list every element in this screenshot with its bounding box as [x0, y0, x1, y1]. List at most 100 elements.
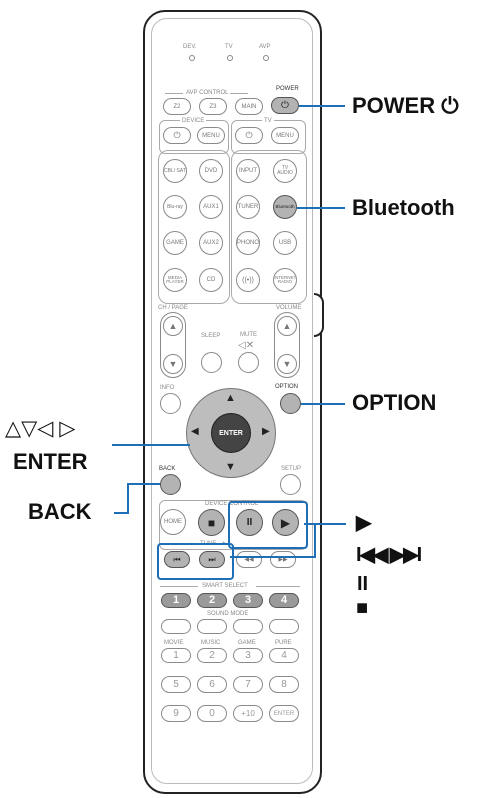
- mode-music-label: MUSIC: [201, 640, 221, 646]
- number-6-button[interactable]: 6: [197, 676, 227, 693]
- back-label: BACK: [159, 466, 176, 472]
- bluetooth-callout-line: [297, 207, 345, 209]
- main-button[interactable]: MAIN: [235, 98, 263, 115]
- dev-label: DEV.: [183, 44, 197, 50]
- option-button[interactable]: [280, 393, 301, 414]
- source-tv-audio-button[interactable]: TV AUDIO: [273, 159, 297, 183]
- enter-button[interactable]: ENTER: [211, 413, 251, 453]
- sound-mode-button-2[interactable]: [197, 619, 227, 634]
- back-callout-line-vertical: [127, 483, 129, 514]
- power-callout: POWER ⏻: [352, 93, 459, 118]
- number-3-button[interactable]: 3: [233, 648, 263, 663]
- number-4-button[interactable]: 4: [269, 648, 299, 663]
- avp-control-label: AVP CONTROL: [186, 90, 229, 96]
- smart-select-2-button[interactable]: 2: [197, 593, 227, 608]
- skip-next-button[interactable]: ⏭: [199, 551, 225, 568]
- play-callout: ▶: [356, 512, 372, 534]
- power-label: POWER: [276, 86, 299, 92]
- volume-up-button[interactable]: ▲: [277, 316, 297, 336]
- plus-10-button[interactable]: +10: [233, 705, 263, 722]
- volume-down-button[interactable]: ▼: [277, 354, 297, 374]
- number-1-button[interactable]: 1: [161, 648, 191, 663]
- smart-select-4-button[interactable]: 4: [269, 593, 299, 608]
- z3-button[interactable]: Z3: [199, 98, 227, 115]
- avp-control-divider-right: [230, 93, 248, 94]
- source-tuner-button[interactable]: TUNER: [236, 195, 260, 219]
- arrows-callout: △▽◁ ▷: [5, 417, 76, 440]
- ch-page-up-button[interactable]: ▲: [163, 316, 183, 336]
- tv-menu-button[interactable]: MENU: [271, 127, 299, 144]
- nav-up-button[interactable]: ▲: [225, 392, 236, 404]
- numpad-enter-button[interactable]: ENTER: [269, 705, 299, 722]
- tv-indicator: [227, 55, 233, 61]
- tv-label: TV: [225, 44, 233, 50]
- source-media-player-button[interactable]: MEDIA PLAYER: [163, 268, 187, 292]
- sound-mode-button-3[interactable]: [233, 619, 263, 634]
- source-aux2-button[interactable]: AUX2: [199, 231, 223, 255]
- source-bluray-button[interactable]: Blu-ray: [163, 195, 187, 219]
- source-phono-button[interactable]: PHONO: [236, 231, 260, 255]
- source-heos-button[interactable]: ((•)): [236, 268, 260, 292]
- skip-callout-line-vertical: [314, 523, 316, 558]
- number-7-button[interactable]: 7: [233, 676, 263, 693]
- number-2-button[interactable]: 2: [197, 648, 227, 663]
- playback-buttons-highlight: [228, 501, 308, 549]
- source-usb-button[interactable]: USB: [273, 231, 297, 255]
- right-side-notch: [314, 293, 324, 337]
- skip-callout-line-horizontal: [230, 556, 316, 558]
- skip-previous-button[interactable]: ⏮: [164, 551, 190, 568]
- mute-button[interactable]: [238, 352, 259, 373]
- back-button[interactable]: [160, 474, 181, 495]
- pause-callout: II: [357, 573, 369, 595]
- back-callout: BACK: [28, 499, 92, 524]
- info-button[interactable]: [160, 393, 181, 414]
- smart-select-3-button[interactable]: 3: [233, 593, 263, 608]
- sound-mode-label: SOUND MODE: [207, 611, 249, 617]
- device-menu-button[interactable]: MENU: [197, 127, 225, 144]
- device-power-button[interactable]: ⏻: [163, 127, 191, 144]
- mode-game-label: GAME: [238, 640, 256, 646]
- sound-mode-button-1[interactable]: [161, 619, 191, 634]
- number-8-button[interactable]: 8: [269, 676, 299, 693]
- nav-right-button[interactable]: ▶: [262, 426, 270, 437]
- smart-select-1-button[interactable]: 1: [161, 593, 191, 608]
- pause-button[interactable]: II: [236, 509, 263, 536]
- source-group-right: [231, 150, 307, 304]
- source-game-button[interactable]: GAME: [163, 231, 187, 255]
- home-button[interactable]: HOME: [160, 509, 186, 535]
- source-aux1-button[interactable]: AUX1: [199, 195, 223, 219]
- mode-pure-label: PURE: [275, 640, 292, 646]
- setup-label: SETUP: [281, 466, 302, 472]
- source-input-button[interactable]: INPUT: [236, 159, 260, 183]
- tv-power-button[interactable]: ⏻: [235, 127, 263, 144]
- smart-select-label: SMART SELECT: [202, 583, 248, 589]
- power-button[interactable]: ⏻: [271, 97, 299, 114]
- mute-label: MUTE: [240, 332, 257, 338]
- source-internet-radio-button[interactable]: INTERNET RADIO: [273, 268, 297, 292]
- source-cbl-sat-button[interactable]: CBL/ SAT: [163, 159, 187, 183]
- play-button[interactable]: ▶: [272, 509, 299, 536]
- power-callout-line: [299, 105, 345, 107]
- source-bluetooth-button[interactable]: Bluetooth: [273, 195, 297, 219]
- number-0-button[interactable]: 0: [197, 705, 227, 722]
- source-cd-button[interactable]: CD: [199, 268, 223, 292]
- setup-button[interactable]: [280, 474, 301, 495]
- rewind-button[interactable]: ◀◀: [236, 551, 262, 568]
- ch-page-down-button[interactable]: ▼: [163, 354, 183, 374]
- nav-down-button[interactable]: ▼: [225, 461, 236, 473]
- z2-button[interactable]: Z2: [163, 98, 191, 115]
- source-dvd-button[interactable]: DVD: [199, 159, 223, 183]
- back-callout-line-tick: [114, 512, 129, 514]
- sound-mode-button-4[interactable]: [269, 619, 299, 634]
- nav-left-button[interactable]: ◀: [191, 426, 199, 437]
- stop-button[interactable]: ■: [198, 509, 225, 536]
- fast-forward-button[interactable]: ▶▶: [270, 551, 296, 568]
- number-5-button[interactable]: 5: [161, 676, 191, 693]
- mode-movie-label: MOVIE: [164, 640, 184, 646]
- volume-label: VOLUME: [276, 305, 302, 311]
- device-label: DEVICE: [180, 118, 207, 124]
- number-9-button[interactable]: 9: [161, 705, 191, 722]
- skip-buttons-highlight: [157, 543, 234, 580]
- sleep-button[interactable]: [201, 352, 222, 373]
- back-callout-line-horizontal: [127, 483, 160, 485]
